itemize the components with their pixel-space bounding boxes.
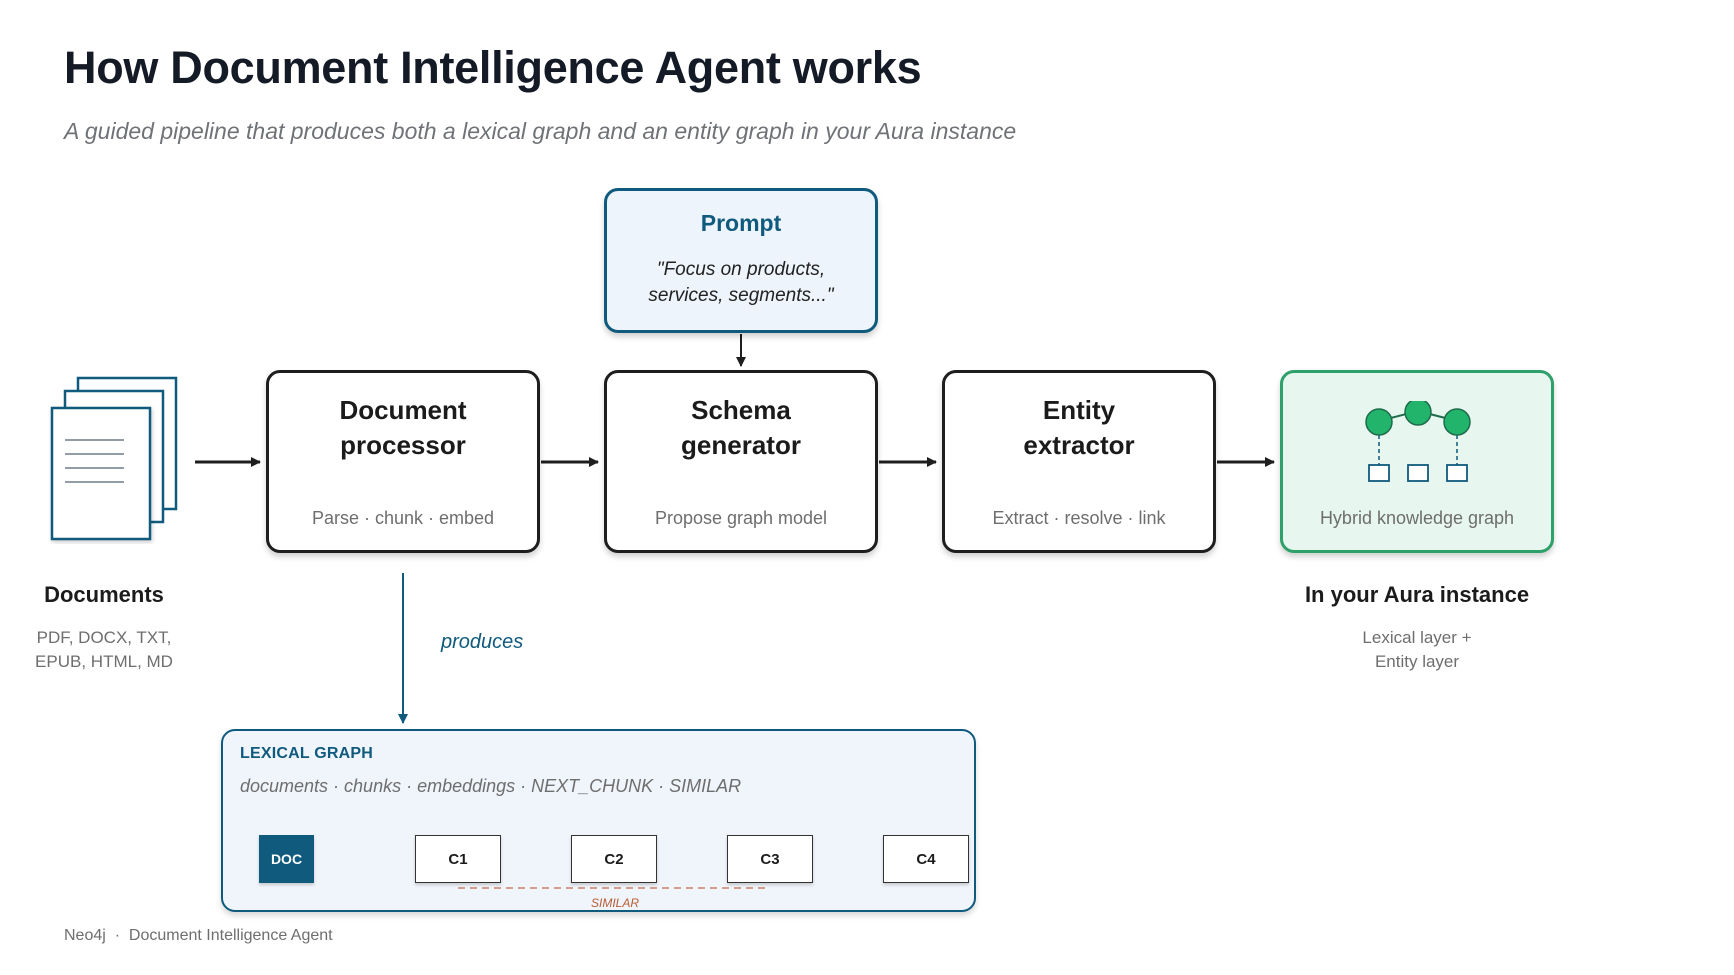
entity-extractor-box: Entity extractor Extract · resolve · lin…	[942, 370, 1216, 553]
schema-generator-box: Schema generator Propose graph model	[604, 370, 878, 553]
aura-instance-layers-line2: Entity layer	[1374, 652, 1460, 671]
document-processor-box: Document processor Parse · chunk · embed	[266, 370, 540, 553]
entity-extractor-name: Entity extractor	[945, 393, 1213, 463]
schema-generator-desc: Propose graph model	[654, 508, 828, 528]
prompt-box: Prompt "Focus on products, services, seg…	[604, 188, 878, 333]
documents-formats-line1: PDF, DOCX, TXT,	[36, 628, 172, 647]
document-processor-name-line1: Document	[339, 395, 467, 425]
document-processor-name-line2: processor	[340, 430, 466, 460]
similar-label: SIMILAR	[590, 896, 639, 910]
documents-formats: PDF, DOCX, TXT, EPUB, HTML, MD	[14, 626, 194, 674]
lexical-graph-subtitle: documents · chunks · embeddings · NEXT_C…	[240, 776, 742, 796]
entity-extractor-desc: Extract · resolve · link	[992, 508, 1166, 528]
aura-instance-layers: Lexical layer + Entity layer	[1317, 626, 1517, 674]
prompt-quote: "Focus on products, services, segments..…	[615, 257, 867, 309]
prompt-title: Prompt	[700, 210, 782, 236]
documents-stack-icon	[50, 376, 178, 541]
documents-title: Documents	[44, 582, 164, 607]
schema-generator-name-line1: Schema	[691, 395, 791, 425]
produces-label: produces	[441, 631, 524, 653]
lexical-node-c1: C1	[415, 835, 501, 883]
schema-generator-name: Schema generator	[607, 393, 875, 463]
lexical-node-c3: C3	[727, 835, 813, 883]
lexical-graph-title: LEXICAL GRAPH	[240, 745, 373, 762]
page-subtitle: A guided pipeline that produces both a l…	[64, 118, 1017, 144]
document-processor-desc: Parse · chunk · embed	[311, 508, 495, 528]
lexical-node-c2: C2	[571, 835, 657, 883]
aura-instance-title: In your Aura instance	[1304, 582, 1530, 607]
footer-text: Neo4j · Document Intelligence Agent	[64, 927, 333, 944]
hybrid-knowledge-graph-box: Hybrid knowledge graph	[1280, 370, 1554, 553]
schema-generator-name-line2: generator	[681, 430, 801, 460]
entity-extractor-name-line1: Entity	[1042, 395, 1116, 425]
document-processor-name: Document processor	[269, 393, 537, 463]
aura-instance-layers-line1: Lexical layer +	[1362, 628, 1472, 647]
prompt-quote-line1: "Focus on products,	[656, 259, 826, 280]
page-title: How Document Intelligence Agent works	[64, 42, 922, 93]
documents-formats-line2: EPUB, HTML, MD	[35, 652, 173, 671]
prompt-quote-line2: services, segments..."	[648, 285, 834, 306]
lexical-node-c4: C4	[883, 835, 969, 883]
lexical-node-doc: DOC	[259, 835, 314, 883]
entity-extractor-name-line2: extractor	[1023, 430, 1135, 460]
knowledge-graph-icon	[1365, 401, 1471, 482]
hybrid-knowledge-graph-desc: Hybrid knowledge graph	[1319, 508, 1515, 528]
